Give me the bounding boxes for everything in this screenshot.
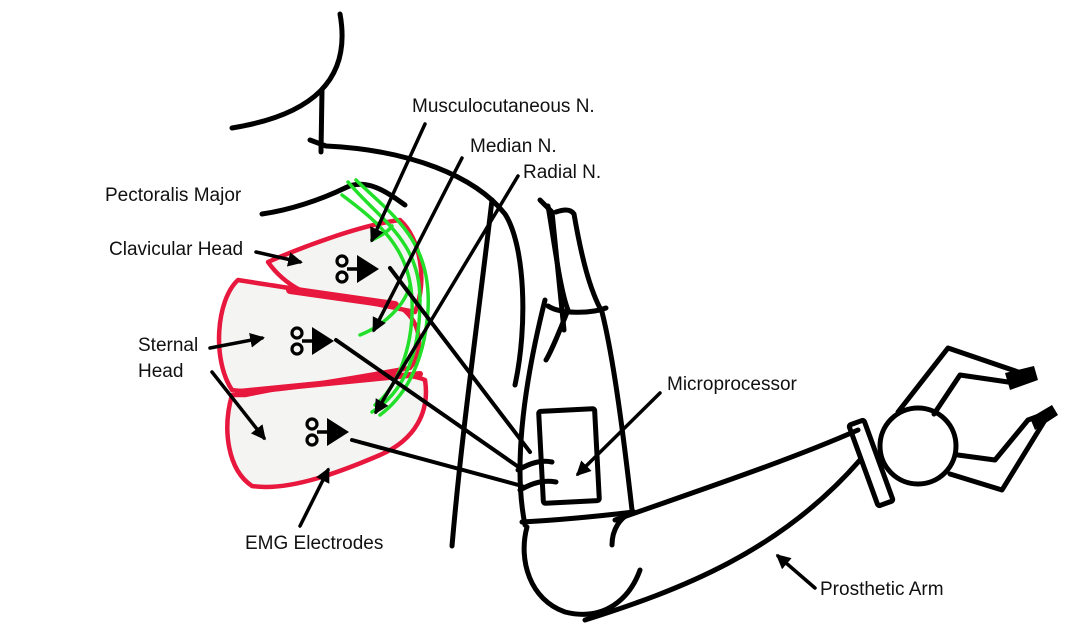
gripper-lower-tip [1030,405,1058,430]
microprocessor-arrow [575,391,662,477]
wrist-band [846,417,896,509]
head-outline [229,11,345,131]
elbow-joint [521,524,643,617]
wire-1 [388,266,532,454]
socket-outer [553,207,635,513]
wrist-joint [877,405,959,487]
emg-electrode-3 [305,417,349,447]
prosthetic-arm-label: Prosthetic Arm [820,579,944,600]
forearm-upper [612,427,861,523]
sternal-head-arrow-2 [210,370,266,441]
musculocutaneous-arrow [370,122,427,243]
median-label: Median N. [470,136,557,157]
socket-finger [537,197,567,333]
sternal-head-arrow-1 [208,333,265,350]
chest-line [259,181,408,217]
emg-electrode-2 [290,326,334,356]
musculocutaneous-label: Musculocutaneous N. [412,96,595,117]
elbow-top [609,509,637,548]
electrode-wires [334,266,532,488]
pectoralis-major-label: Pectoralis Major [105,185,242,206]
emg-electrodes-label: EMG Electrodes [245,533,383,554]
radial-label: Radial N. [523,162,601,183]
pectoralis-major-muscle [216,217,429,490]
microprocessor-label: Microprocessor [667,374,798,395]
neck-collar [307,137,526,388]
text-labels: Musculocutaneous N. Median N. Radial N. … [105,96,944,600]
socket-back [517,297,548,528]
sternal-head-label-line2: Head [138,361,183,382]
gripper-upper-tip [1005,366,1038,390]
radial-arrow [374,174,520,415]
prosthetic-arm-arrow [775,554,817,590]
clavicular-head-label: Clavicular Head [109,239,243,260]
socket-rim [545,303,609,315]
socket-cuff-2 [517,478,559,493]
clavicular-head-band [286,286,399,309]
wire-3 [350,438,524,488]
median-arrow [372,156,464,333]
clavicular-head-arrow [254,250,303,267]
wire-2 [334,338,522,470]
forearm-lower [582,457,863,623]
socket-inner [543,203,571,363]
prosthetic-arm [515,197,1058,623]
emg-electrodes-arrow [298,467,330,528]
microprocessor-unit [536,406,602,506]
socket-base [519,509,637,525]
socket-cuff-1 [515,458,555,473]
emg-electrode-1 [335,254,379,284]
sternal-head-label-line1: Sternal [138,335,198,356]
pointer-arrows [208,122,817,590]
nerve-strand-1 [346,180,422,414]
